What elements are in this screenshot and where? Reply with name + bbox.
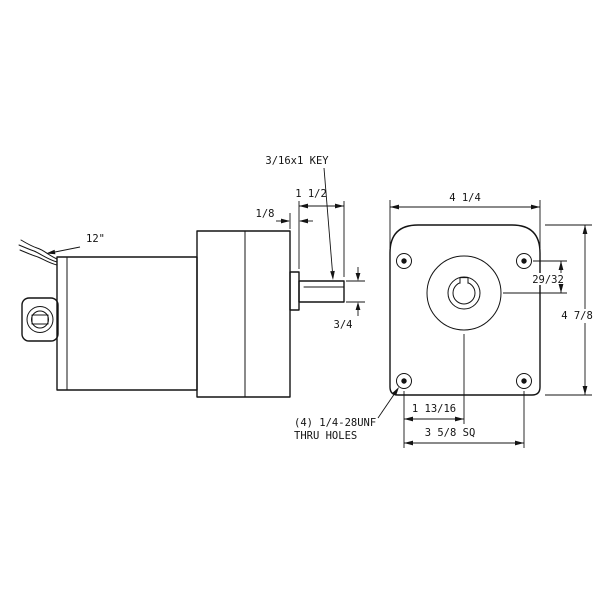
shaft-diameter-label: 3/4 (334, 319, 353, 331)
drawing-labels: 12" 3/16x1 KEY 1 1/2 1/8 3/4 4 1/4 29/32… (86, 155, 593, 442)
keyway-mask (460, 278, 468, 284)
arrowhead (558, 284, 564, 293)
bolt-hole-center (521, 258, 527, 264)
arrowhead (299, 203, 308, 209)
label-mask (528, 273, 568, 285)
thru-holes-leader (377, 387, 399, 419)
side-view-dimensions (46, 167, 365, 316)
dim-shaft-horizontal-offset (403, 334, 465, 448)
leader-line (54, 246, 81, 253)
motor-body (56, 256, 198, 391)
dim-face-height (545, 224, 598, 396)
bolt-hole-top-right (516, 253, 532, 269)
arrowhead (330, 270, 335, 280)
arrowhead (46, 249, 56, 255)
shaft-length-label: 1 1/2 (295, 188, 327, 200)
key-leader (323, 167, 335, 280)
wire-length-label: 12" (86, 233, 105, 245)
bolt-hole-center (401, 378, 407, 384)
leader-line (377, 394, 395, 419)
dim-shaft-diameter (346, 267, 365, 316)
leader-line (323, 167, 333, 272)
face-width-label: 4 1/4 (449, 192, 481, 204)
end-bell-outer-circle (26, 306, 54, 333)
label-mask (556, 309, 598, 323)
bolt-hole-circle (396, 253, 412, 269)
bolt-hole-bottom-left (396, 373, 412, 389)
shaft-keyway-notch (459, 277, 469, 284)
arrowhead (558, 261, 564, 270)
end-bell-flat (31, 314, 49, 325)
dim-key-offset (276, 213, 313, 229)
dim-bolt-square (404, 391, 525, 448)
gearbox-face-plate (389, 224, 541, 396)
key-offset-label: 1/8 (256, 208, 275, 220)
output-boss (289, 271, 300, 311)
arrowhead (582, 386, 588, 395)
face-height-label: 4 7/8 (561, 310, 593, 322)
arrowhead (392, 387, 399, 396)
front-view (389, 224, 541, 396)
bolt-hole-circle (516, 253, 532, 269)
dim-face-width (389, 200, 541, 248)
gearbox-housing (196, 230, 291, 398)
bolt-square-label: 3 5/8 SQ (425, 427, 476, 439)
motor-end-bell (21, 297, 59, 342)
bolt-hole-center (401, 258, 407, 264)
end-bell-housing (21, 297, 59, 342)
arrowhead (515, 440, 524, 446)
boss-circle (426, 255, 502, 331)
arrowhead (582, 225, 588, 234)
front-view-dimensions (377, 200, 598, 448)
arrowhead (390, 204, 399, 210)
bearing-circle (447, 276, 481, 310)
shaft-vertical-offset-label: 29/32 (532, 274, 564, 286)
wire (18, 244, 58, 263)
thru-holes-label-line2: THRU HOLES (294, 430, 357, 442)
bolt-hole-center (521, 378, 527, 384)
key-spec-label: 3/16x1 KEY (265, 155, 329, 167)
wire (20, 239, 58, 260)
thru-holes-label-line1: (4) 1/4-28UNF (294, 417, 376, 429)
bolt-hole-circle (396, 373, 412, 389)
arrowhead (404, 440, 413, 446)
bolt-hole-bottom-right (516, 373, 532, 389)
shaft-bore-circle (452, 281, 476, 305)
end-bell-inner-circle (31, 310, 49, 329)
shaft-horizontal-offset-label: 1 13/16 (412, 403, 456, 415)
wire (19, 249, 58, 266)
dim-shaft-length (298, 201, 345, 277)
arrowhead (455, 416, 464, 422)
bolt-hole-circle (516, 373, 532, 389)
arrowhead (299, 218, 308, 224)
arrowhead (335, 203, 344, 209)
output-shaft (298, 280, 345, 303)
arrowhead (355, 302, 361, 310)
keyway-outline (459, 277, 469, 284)
dim-shaft-vertical-offset (503, 260, 568, 294)
motor-wires (18, 239, 58, 266)
bolt-hole-top-left (396, 253, 412, 269)
arrowhead (355, 273, 361, 281)
wire-length-leader (46, 246, 81, 255)
side-view (18, 230, 345, 398)
arrowhead (404, 416, 413, 422)
arrowhead (281, 218, 290, 224)
arrowhead (531, 204, 540, 210)
